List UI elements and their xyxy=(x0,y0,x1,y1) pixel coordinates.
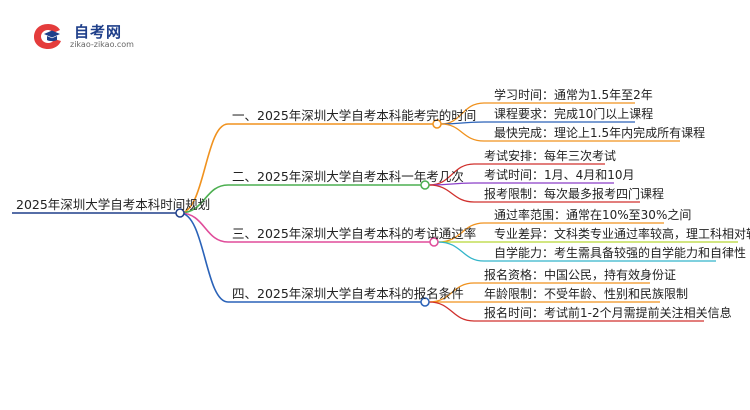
branch-3-node-dot xyxy=(429,237,439,247)
leaf-1-3: 最快完成：理论上1.5年内完成所有课程 xyxy=(494,126,706,140)
site-logo[interactable]: 自考网 zikao-zikao.com xyxy=(30,18,170,58)
branch-2-label: 二、2025年深圳大学自考本科一年考几次 xyxy=(232,169,464,184)
connector-b1-l3 xyxy=(440,123,485,142)
leaf-2-1: 考试安排：每年三次考试 xyxy=(484,149,617,163)
leaf-4-2: 年龄限制：不受年龄、性别和民族限制 xyxy=(484,287,689,301)
connector-b3-l3 xyxy=(437,241,485,262)
connector-b2-l3 xyxy=(428,184,475,203)
branch-2-node-dot xyxy=(420,180,430,190)
branch-1-node-dot xyxy=(432,119,442,129)
leaf-4-1: 报名资格：中国公民，持有效身份证 xyxy=(484,268,677,282)
connector-root-b2 xyxy=(179,184,229,214)
connector-root-b3 xyxy=(179,212,229,243)
connector-b4-l3 xyxy=(428,301,475,322)
branch-1-label: 一、2025年深圳大学自考本科能考完的时间 xyxy=(232,108,477,123)
leaf-1-1: 学习时间：通常为1.5年至2年 xyxy=(494,88,653,102)
logo-title: 自考网 xyxy=(74,23,123,41)
leaf-3-1: 通过率范围：通常在10%至30%之间 xyxy=(494,208,692,222)
connector-root-b1 xyxy=(179,123,229,214)
graduation-cap-logo-icon xyxy=(34,24,61,49)
root-node-dot xyxy=(175,208,185,218)
connector-root-b4 xyxy=(179,212,229,303)
branch-4-node-dot xyxy=(420,297,430,307)
leaf-1-2: 课程要求：完成10门以上课程 xyxy=(494,107,654,121)
logo-url: zikao-zikao.com xyxy=(70,40,134,49)
leaf-4-3: 报名时间：考试前1-2个月需提前关注相关信息 xyxy=(484,306,732,320)
branch-3-label: 三、2025年深圳大学自考本科的考试通过率 xyxy=(232,226,477,241)
branch-4-label: 四、2025年深圳大学自考本科的报名条件 xyxy=(232,286,464,301)
leaf-2-3: 报考限制：每次最多报考四门课程 xyxy=(484,187,665,201)
root-node-label: 2025年深圳大学自考本科时间规划 xyxy=(16,197,211,212)
leaf-3-2: 专业差异：文科类专业通过率较高，理工科相对较低 xyxy=(494,227,750,241)
leaf-2-2: 考试时间：1月、4月和10月 xyxy=(484,168,635,182)
leaf-3-3: 自学能力：考生需具备较强的自学能力和自律性 xyxy=(494,246,747,260)
